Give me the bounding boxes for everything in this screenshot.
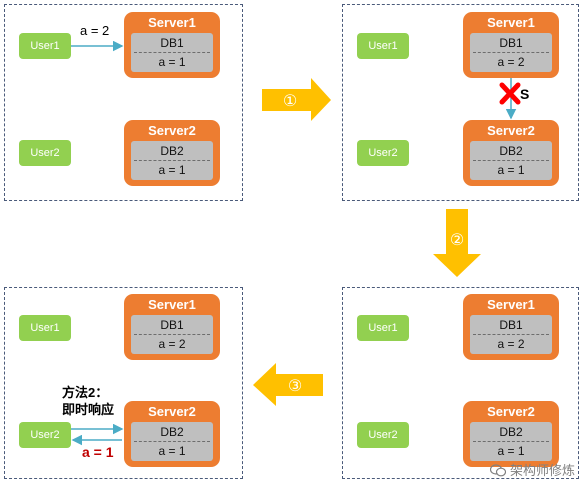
step-number-2: ②: [450, 230, 464, 249]
database-divider: [134, 441, 210, 442]
server-title: Server1: [148, 15, 196, 30]
database-value: a = 1: [158, 55, 186, 69]
server2-node: Server2 DB2 a = 1: [124, 120, 220, 186]
step-arrow-2: ②: [433, 209, 481, 277]
server1-node: Server1 DB1 a = 2: [463, 12, 559, 78]
panel-step-waiting: [342, 287, 579, 479]
server2-node: Server2 DB2 a = 1: [463, 120, 559, 186]
server-title: Server2: [487, 123, 535, 138]
user1-node: User1: [357, 315, 409, 341]
sync-failed-cross-icon: [499, 82, 521, 105]
database-box: DB1 a = 1: [131, 33, 213, 72]
server-title: Server1: [148, 297, 196, 312]
panel-step-immediate-response: [4, 287, 243, 479]
database-name: DB2: [499, 144, 523, 158]
server-title: Server2: [148, 123, 196, 138]
server-title: Server1: [487, 297, 535, 312]
database-value: a = 1: [497, 163, 525, 177]
database-box: DB2 a = 1: [470, 141, 552, 180]
database-value: a = 2: [158, 337, 186, 351]
server1-node: Server1 DB1 a = 2: [463, 294, 559, 360]
panel-step-sync-failed: [342, 4, 579, 201]
database-value: a = 2: [497, 55, 525, 69]
step-number-1: ①: [283, 91, 297, 110]
database-name: DB1: [499, 36, 523, 50]
step-arrow-1: ①: [262, 78, 331, 121]
server-title: Server1: [487, 15, 535, 30]
database-box: DB2 a = 1: [470, 422, 552, 461]
method-title-line2: 即时响应: [62, 402, 115, 417]
database-divider: [473, 441, 549, 442]
sync-label: S: [520, 86, 530, 102]
database-box: DB2 a = 1: [131, 422, 213, 461]
user1-node: User1: [19, 33, 71, 59]
method-title-line1: 方法2：: [62, 385, 109, 400]
panel-step-initial: [4, 4, 243, 201]
database-box: DB2 a = 1: [131, 141, 213, 180]
database-divider: [473, 52, 549, 53]
database-divider: [134, 334, 210, 335]
database-divider: [473, 160, 549, 161]
database-value: a = 2: [497, 337, 525, 351]
database-name: DB1: [160, 36, 184, 50]
server-title: Server2: [487, 404, 535, 419]
database-value: a = 1: [158, 444, 186, 458]
response-value-label: a = 1: [82, 444, 114, 460]
user2-node: User2: [357, 140, 409, 166]
server1-node: Server1 DB1 a = 2: [124, 294, 220, 360]
user1-node: User1: [357, 33, 409, 59]
user2-node: User2: [19, 422, 71, 448]
database-name: DB1: [160, 318, 184, 332]
database-name: DB2: [160, 144, 184, 158]
user2-node: User2: [19, 140, 71, 166]
database-value: a = 1: [158, 163, 186, 177]
user2-node: User2: [357, 422, 409, 448]
database-name: DB2: [499, 425, 523, 439]
database-name: DB2: [160, 425, 184, 439]
database-divider: [473, 334, 549, 335]
database-box: DB1 a = 2: [470, 33, 552, 72]
user1-node: User1: [19, 315, 71, 341]
server2-node: Server2 DB2 a = 1: [124, 401, 220, 467]
database-value: a = 1: [497, 444, 525, 458]
wechat-icon: [490, 464, 507, 480]
database-box: DB1 a = 2: [131, 315, 213, 354]
write-request-label: a = 2: [80, 23, 110, 38]
step-arrow-3: ③: [253, 363, 323, 406]
watermark-text: 架构师修炼: [509, 463, 575, 479]
database-name: DB1: [499, 318, 523, 332]
watermark: 架构师修炼: [490, 460, 575, 480]
step-number-3: ③: [288, 376, 302, 395]
database-divider: [134, 160, 210, 161]
server1-node: Server1 DB1 a = 1: [124, 12, 220, 78]
server2-node: Server2 DB2 a = 1: [463, 401, 559, 467]
database-box: DB1 a = 2: [470, 315, 552, 354]
server-title: Server2: [148, 404, 196, 419]
database-divider: [134, 52, 210, 53]
